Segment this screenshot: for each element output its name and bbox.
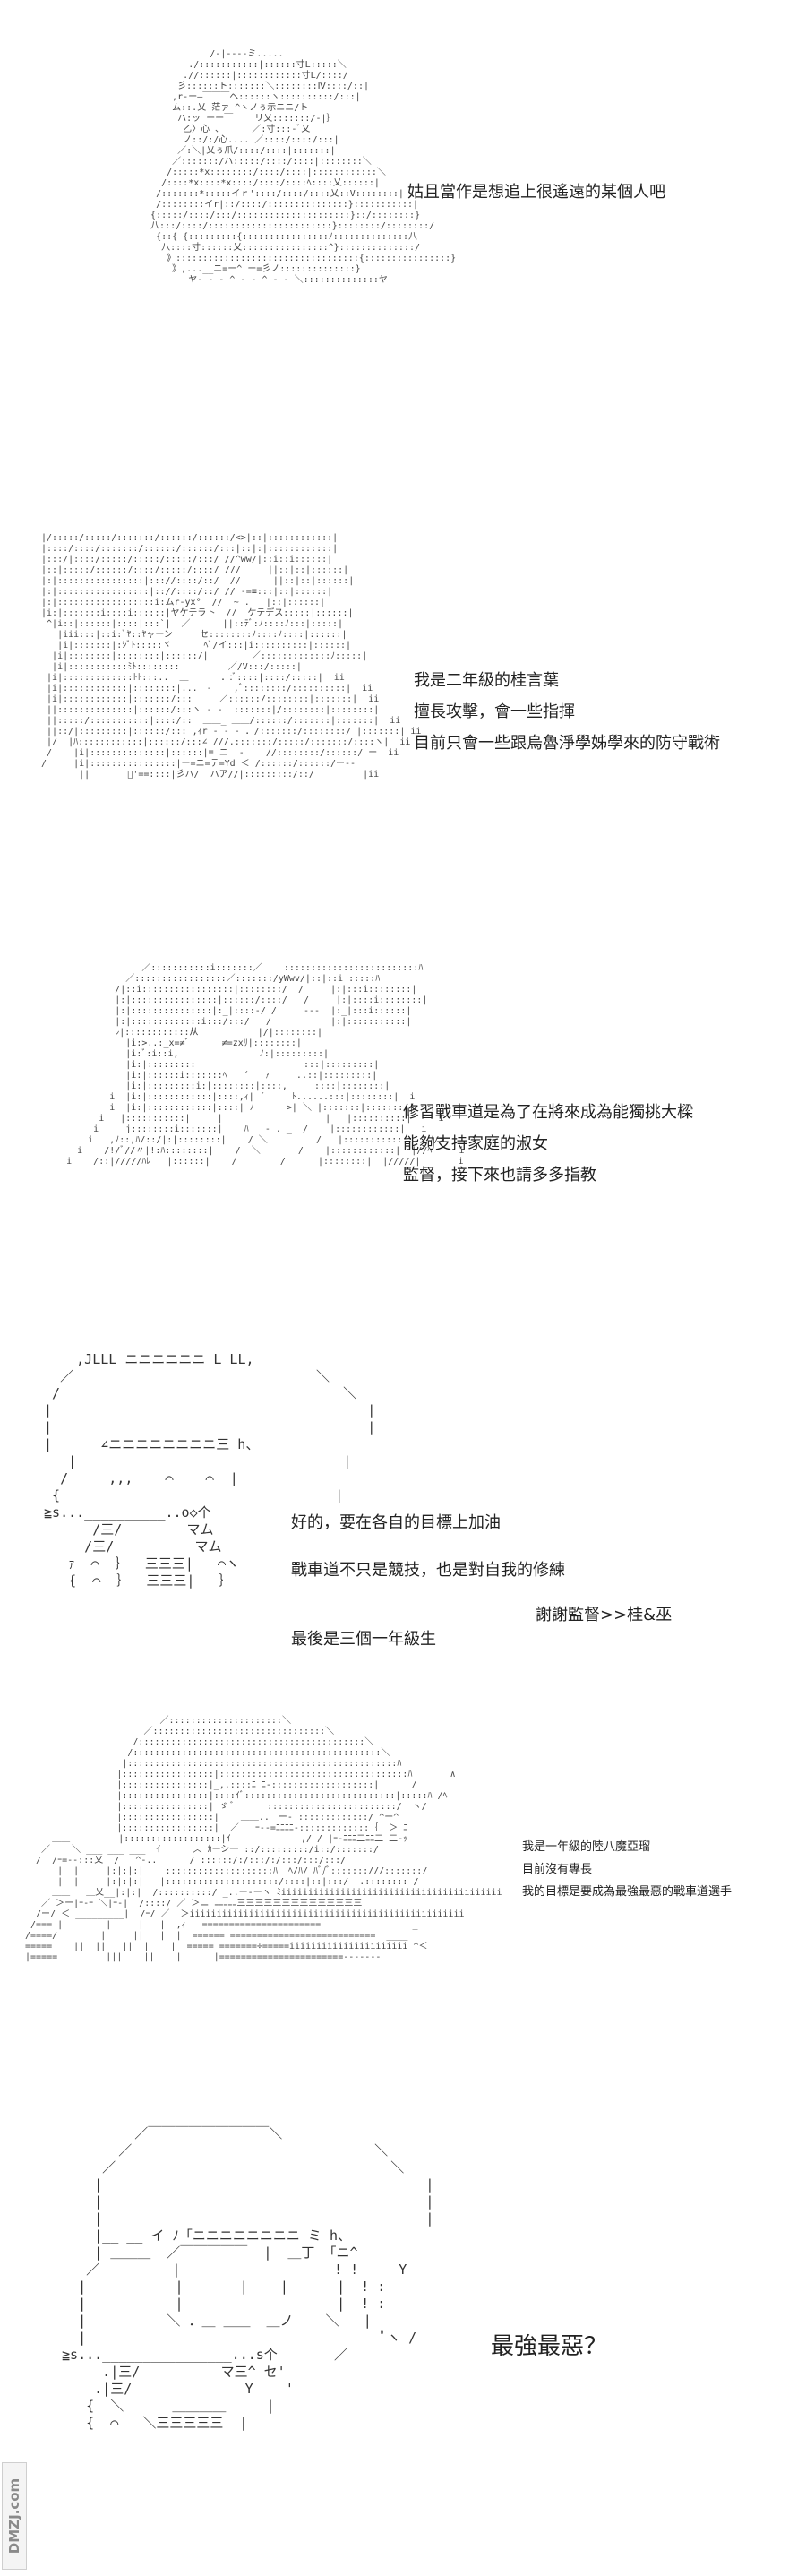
dialogue-line: 我是二年級的桂言葉: [414, 671, 559, 690]
dialogue-line: 我的目標是要成為最強最惡的戰車道選手: [522, 1885, 733, 1899]
dialogue-line: 擅長攻擊，會一些指揮: [414, 702, 575, 721]
dialogue-line: 最後是三個一年級生: [291, 1630, 436, 1649]
ascii-art-aru-with-coat: ／:::::::::::::::::::::＼ ／:::::::::::::::…: [25, 1716, 502, 1962]
dialogue-line: 謝謝監督>>桂&巫: [536, 1606, 673, 1624]
ascii-art-hooded-girl: /-|----ミ..... ./:::::::::::|::::::寸L::::…: [150, 49, 457, 285]
dialogue-line: 監督，接下來也請多多指教: [403, 1166, 596, 1185]
ascii-art-cap-character: ,JLLL ニニニニニニ L LL, ／ ＼ / ＼ | | | | |____…: [44, 1351, 376, 1589]
dialogue-line: 姑且當作是想追上很遙遠的某個人吧: [407, 183, 665, 202]
dialogue-line: 好的，要在各自的目標上加油: [291, 1513, 501, 1532]
dialogue-line: 戰車道不只是競技，也是對自我的修練: [291, 1561, 565, 1580]
dialogue-line: 修習戰車道是為了在將來成為能獨挑大樑: [403, 1103, 693, 1122]
watermark-logo: DMZJ.com: [2, 2462, 27, 2570]
ascii-art-long-hair-girl: ／:::::::::::i:::::::／ ::::::::::::::::::…: [66, 963, 477, 1167]
dialogue-line: 我是一年級的陸八魔亞瑠: [522, 1840, 651, 1854]
ascii-art-cap-character-large: ／￣￣￣￣￣￣￣￣￣＼ ／ ＼ ／ ＼ | | | | |: [62, 2125, 434, 2431]
dialogue-line: 最強最惡？: [491, 2333, 608, 2360]
ascii-art-katsura: |/:::::/:::::/:::::::/::::::/::::::/<>|:…: [41, 533, 422, 780]
watermark-text: DMZJ.com: [6, 2477, 22, 2554]
dialogue-line: 目前只會一些跟烏魯淨學姊學來的防守戰術: [414, 734, 720, 753]
dialogue-line: 能夠支持家庭的淑女: [403, 1134, 548, 1153]
dialogue-line: 目前沒有專長: [522, 1863, 593, 1876]
